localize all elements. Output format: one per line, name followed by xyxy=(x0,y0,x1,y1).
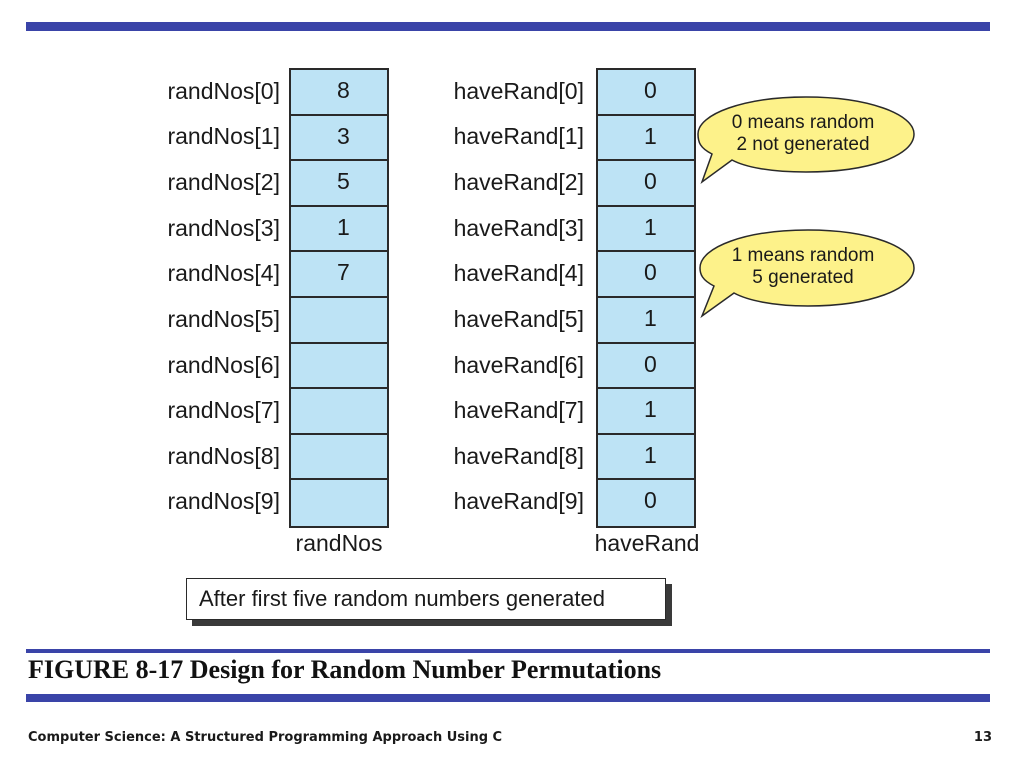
footer-page-number: 13 xyxy=(973,730,992,745)
randnos-cell xyxy=(291,298,387,344)
haverand-cell: 0 xyxy=(598,161,694,207)
haverand-cell: 1 xyxy=(598,298,694,344)
footer-course: Computer Science: A Structured Programmi… xyxy=(28,730,503,745)
randnos-cell xyxy=(291,344,387,390)
randnos-label: randNos[4] xyxy=(167,260,280,286)
footer-rule xyxy=(26,694,990,702)
haverand-cell: 1 xyxy=(598,207,694,253)
randnos-label: randNos[9] xyxy=(167,488,280,514)
haverand-cell: 0 xyxy=(598,344,694,390)
randnos-cell: 1 xyxy=(291,207,387,253)
haverand-label: haveRand[2] xyxy=(453,169,584,195)
randnos-array: 8 3 5 1 7 xyxy=(289,68,389,528)
randnos-cell xyxy=(291,435,387,481)
randnos-cell: 8 xyxy=(291,70,387,116)
callout-bubble-1 xyxy=(697,96,915,185)
randnos-label: randNos[3] xyxy=(167,215,280,241)
callout-bubble-2 xyxy=(699,229,915,319)
randnos-cell: 3 xyxy=(291,116,387,162)
haverand-label: haveRand[0] xyxy=(453,78,584,104)
haverand-cell: 1 xyxy=(598,435,694,481)
haverand-label: haveRand[1] xyxy=(453,123,584,149)
haverand-label: haveRand[8] xyxy=(453,443,584,469)
randnos-cell xyxy=(291,389,387,435)
haverand-cell: 0 xyxy=(644,487,657,514)
randnos-label: randNos[1] xyxy=(167,123,280,149)
figure-title: FIGURE 8-17 Design for Random Number Per… xyxy=(28,655,662,684)
haverand-array: 0 1 0 1 0 1 0 1 1 0 xyxy=(596,68,696,528)
randnos-label: randNos[8] xyxy=(167,443,280,469)
randnos-label: randNos[2] xyxy=(167,169,280,195)
haverand-label: haveRand[5] xyxy=(453,306,584,332)
randnos-cell: 7 xyxy=(291,252,387,298)
header-rule xyxy=(26,22,990,31)
randnos-label: randNos[0] xyxy=(167,78,280,104)
title-rule xyxy=(26,649,990,653)
haverand-label: haveRand[4] xyxy=(453,260,584,286)
note-box: After first five random numbers generate… xyxy=(186,578,666,620)
randnos-label: randNos[5] xyxy=(167,306,280,332)
haverand-label: haveRand[7] xyxy=(453,397,584,423)
randnos-label: randNos[7] xyxy=(167,397,280,423)
randnos-cell: 5 xyxy=(291,161,387,207)
randnos-caption: randNos xyxy=(295,530,383,556)
callout-text-2: 1 means random 5 generated xyxy=(731,245,875,288)
haverand-cell: 1 xyxy=(598,116,694,162)
haverand-label: haveRand[6] xyxy=(453,352,584,378)
callout-text-1: 0 means random 2 not generated xyxy=(731,112,875,155)
randnos-label: randNos[6] xyxy=(167,352,280,378)
haverand-cell: 0 xyxy=(598,70,694,116)
haverand-label: haveRand[3] xyxy=(453,215,584,241)
haverand-caption: haveRand xyxy=(594,530,700,556)
haverand-cell: 0 xyxy=(598,252,694,298)
haverand-label: haveRand[9] xyxy=(453,488,584,514)
haverand-cell: 1 xyxy=(598,389,694,435)
